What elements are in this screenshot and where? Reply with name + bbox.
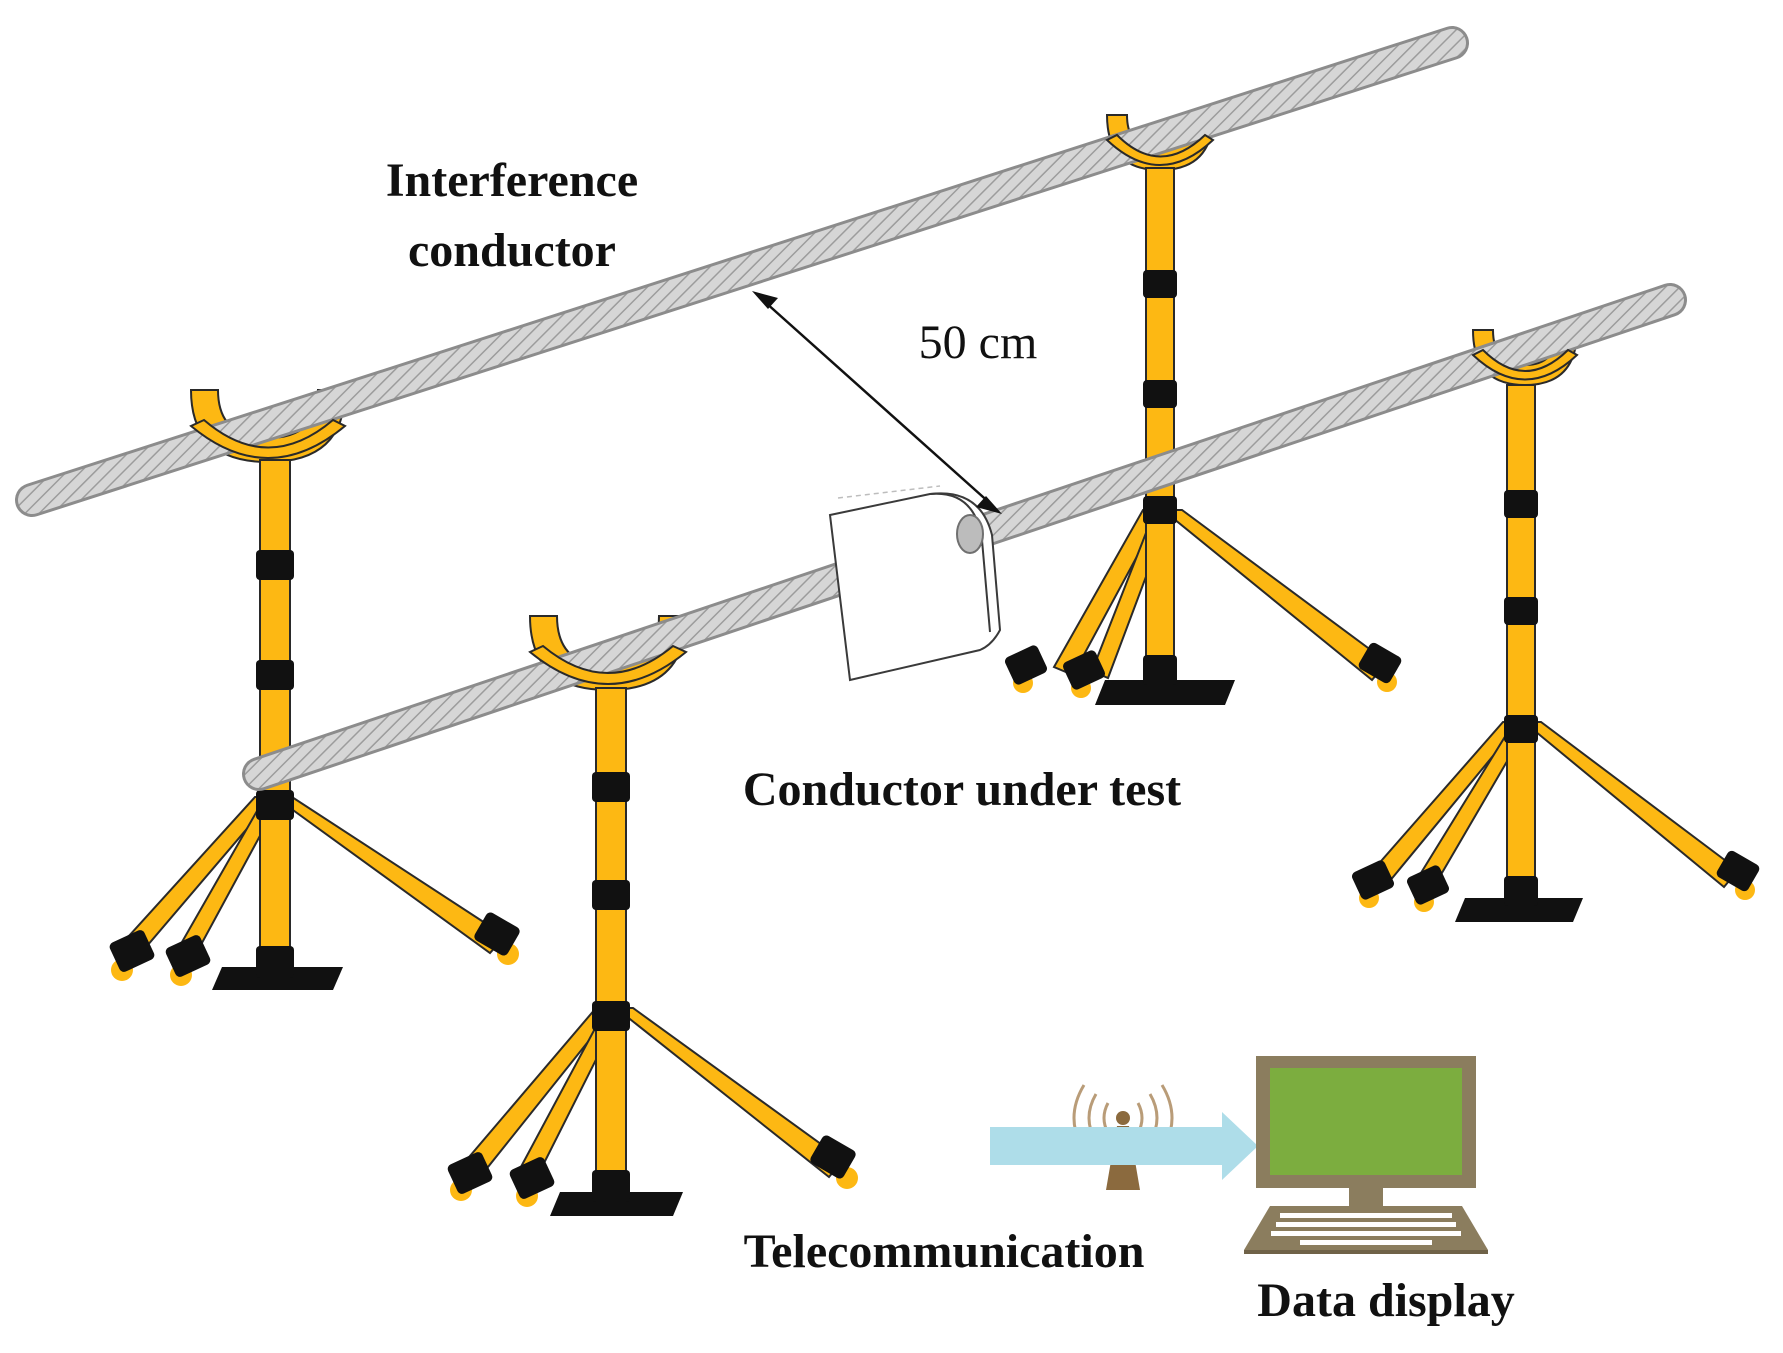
computer-monitor-icon bbox=[1244, 1056, 1488, 1254]
sensor-device bbox=[828, 485, 1002, 682]
distance-arrow bbox=[752, 291, 1002, 514]
support-stand-front-right bbox=[1351, 329, 1760, 922]
signal-arrow bbox=[990, 1112, 1258, 1180]
interference-conductor-label-line2: conductor bbox=[408, 224, 616, 277]
distance-label: 50 cm bbox=[919, 316, 1038, 369]
conductor-under-test-label: Conductor under test bbox=[743, 763, 1181, 816]
interference-conductor bbox=[15, 26, 1469, 517]
interference-conductor-label: Interference bbox=[386, 154, 638, 207]
support-stand-back-right bbox=[1004, 114, 1402, 705]
telecommunication-label: Telecommunication bbox=[744, 1225, 1145, 1278]
support-stand-back-left bbox=[109, 389, 520, 990]
clamp-front-arcs bbox=[189, 133, 1579, 685]
data-display-label: Data display bbox=[1257, 1274, 1514, 1327]
